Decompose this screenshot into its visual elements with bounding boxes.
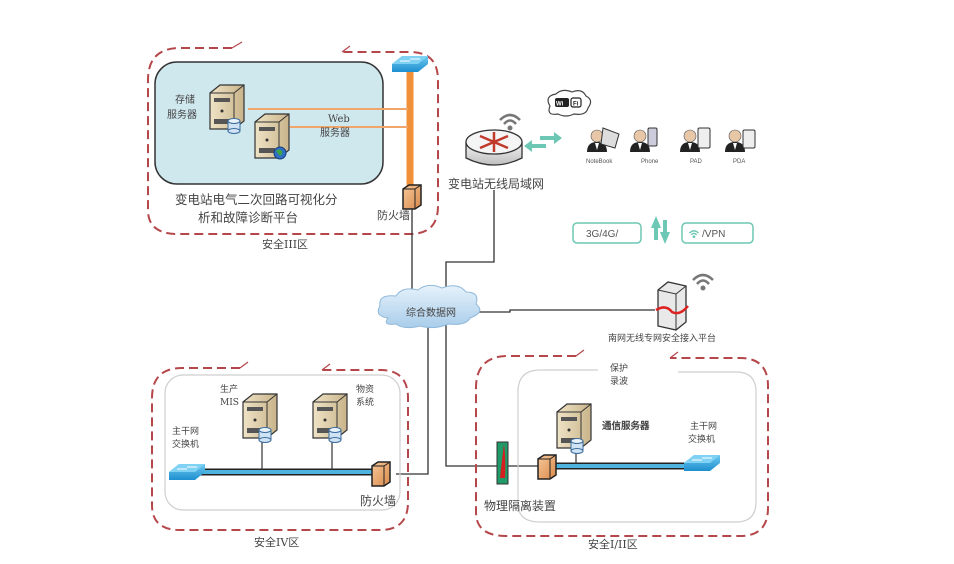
access-platform-label: 南网无线专网安全接入平台 (608, 332, 716, 344)
firewall-icon (402, 184, 422, 210)
zone-i-ii: 保护 录波 通信服务器 主干网 交换机 物理隔离装置 安全I/II区 (475, 349, 769, 551)
zone-iii-label: 安全III区 (262, 237, 308, 251)
platform-title-line-2: 析和故障诊断平台 (198, 210, 298, 225)
zone-iii-firewall-label: 防火墙 (377, 208, 410, 222)
wifi-badge-icon: Wi Fi (547, 89, 592, 117)
zone-iv-firewall-icon (371, 461, 391, 487)
zone-iv-switch-label-1: 主干网 (172, 425, 199, 437)
zone-i-ii-label: 安全I/II区 (588, 537, 638, 551)
device-label-notebook: NoteBook (586, 159, 613, 165)
vpn-tag: /VPN (681, 222, 754, 244)
web-server-label-1: Web (328, 114, 350, 125)
access-platform-wifi-icon (691, 273, 715, 292)
zone-i-ii-firewall-icon (537, 454, 557, 480)
zone-iv-label: 安全IV区 (254, 535, 299, 549)
device-notebook (586, 127, 620, 153)
zone-iv-switch-label-2: 交换机 (172, 438, 199, 450)
bidirectional-arrows-icon (524, 132, 562, 152)
switch-icon (391, 55, 429, 73)
relay-label-2: 录波 (610, 375, 628, 387)
zone-iv-firewall-label: 防火墙 (360, 493, 396, 508)
mis-label-1: 生产 (220, 383, 238, 395)
zone-iii-border (147, 47, 439, 235)
zone-i-ii-border (475, 355, 769, 537)
cellular-tag: 3G/4G/ (572, 222, 642, 244)
device-label-pad: PAD (690, 159, 703, 165)
storage-server-label-2: 服务器 (167, 108, 197, 121)
device-phone (629, 127, 658, 153)
wireless-lan: 变电站无线局域网 Wi Fi NoteBook Ph (448, 89, 756, 344)
device-pad (679, 127, 711, 153)
router-label: 变电站无线局域网 (448, 176, 544, 191)
zone-i-ii-inner (517, 369, 757, 523)
device-label-pda: PDA (733, 159, 745, 165)
zone-iii: 存储 服务器 Web 服务器 变电站电气二次回路可视化分 析和故障诊断平台 防火… (147, 41, 439, 251)
zone-iv-inner (164, 374, 401, 511)
zone-i-ii-switch-label-1: 主干网 (690, 420, 717, 432)
zone-i-ii-switch-icon (683, 454, 721, 472)
device-label-phone: Phone (641, 159, 659, 165)
integrated-data-network-cloud: 综合数据网 (377, 284, 481, 329)
device-pda (724, 129, 756, 153)
relay-label-1: 保护 (610, 362, 628, 374)
material-label-1: 物资 (356, 383, 374, 395)
svg-text:Wi: Wi (556, 102, 564, 108)
router-icon (465, 129, 523, 166)
material-label-2: 系统 (356, 396, 374, 408)
svg-text:Fi: Fi (573, 102, 579, 108)
isolation-device-label: 物理隔离装置 (484, 498, 556, 513)
storage-server-label-1: 存储 (175, 93, 195, 106)
wifi-signal-icon (498, 113, 522, 132)
vertical-arrows-icon (651, 216, 670, 244)
web-server-label-2: 服务器 (320, 126, 350, 139)
storage-server-icon (209, 84, 245, 134)
access-platform-icon (655, 281, 689, 331)
zone-iv-switch-icon (168, 463, 206, 481)
backbone-links (396, 190, 655, 475)
cloud-label: 综合数据网 (406, 306, 456, 319)
zone-i-ii-switch-label-2: 交换机 (688, 433, 715, 445)
physical-isolation-device-icon (496, 441, 509, 485)
mis-server-icon (242, 393, 278, 443)
comm-server-icon (556, 403, 592, 454)
web-server-icon (254, 113, 290, 160)
zone-iv: 生产 MIS 物资 系统 主干网 交换机 防火墙 安全IV区 (151, 361, 409, 549)
material-server-icon (312, 393, 348, 443)
zone-iv-border (151, 367, 409, 531)
cellular-tag-label: 3G/4G/ (586, 229, 618, 240)
mis-label-2: MIS (220, 398, 239, 408)
platform-title-line-1: 变电站电气二次回路可视化分 (175, 192, 338, 207)
vpn-tag-label: /VPN (702, 229, 725, 240)
comm-server-label: 通信服务器 (602, 420, 650, 432)
